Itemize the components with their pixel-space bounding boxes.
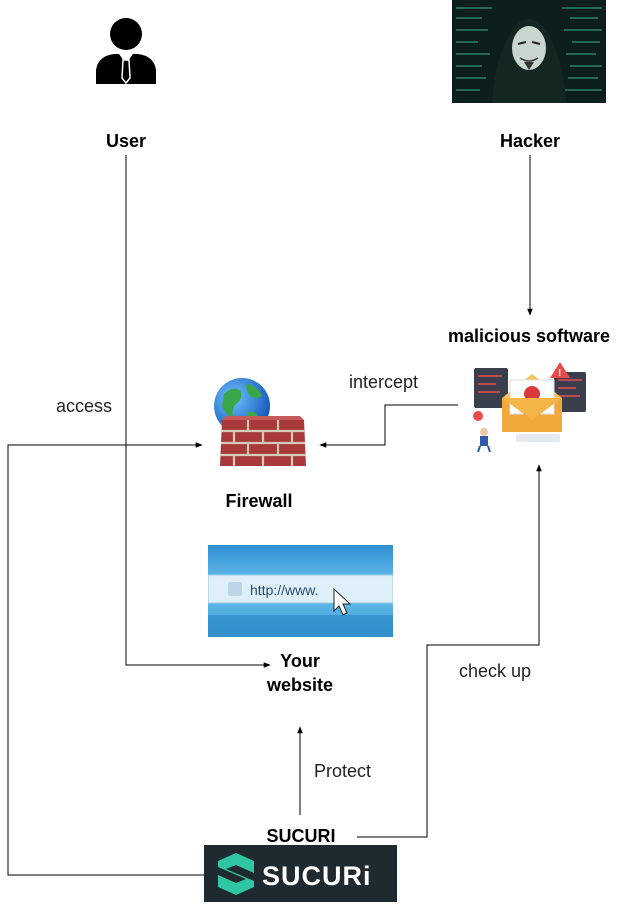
browser-url-text: http://www.	[250, 582, 318, 598]
sucuri-logo: SUCURi	[204, 845, 397, 902]
edge-label-protect: Protect	[314, 761, 372, 781]
edge-label-intercept: intercept	[349, 372, 419, 392]
website-label: Your website	[240, 649, 360, 697]
sucuri-label: SUCURI	[266, 826, 336, 846]
malware-illustration: !	[466, 358, 592, 453]
edge-label-access: access	[56, 396, 113, 416]
user-icon	[92, 12, 160, 85]
malicious-software-label: malicious software	[447, 326, 611, 346]
hacker-image	[452, 0, 606, 103]
website-label-line1: Your	[280, 651, 320, 671]
edge-label-check-up: check up	[459, 661, 532, 681]
svg-text:!: !	[558, 368, 561, 379]
firewall-label: Firewall	[225, 491, 293, 511]
browser-url-image: http://www.	[208, 545, 393, 637]
edge-check-up	[357, 464, 542, 838]
edge-sucuri-firewall	[7, 442, 204, 876]
user-label: User	[105, 131, 147, 151]
website-label-line2: website	[266, 675, 334, 695]
firewall-icon	[208, 376, 312, 468]
edge-user-website	[125, 155, 271, 668]
hacker-label: Hacker	[499, 131, 561, 151]
sucuri-logo-text: SUCURi	[262, 861, 372, 891]
edge-intercept	[319, 404, 458, 448]
